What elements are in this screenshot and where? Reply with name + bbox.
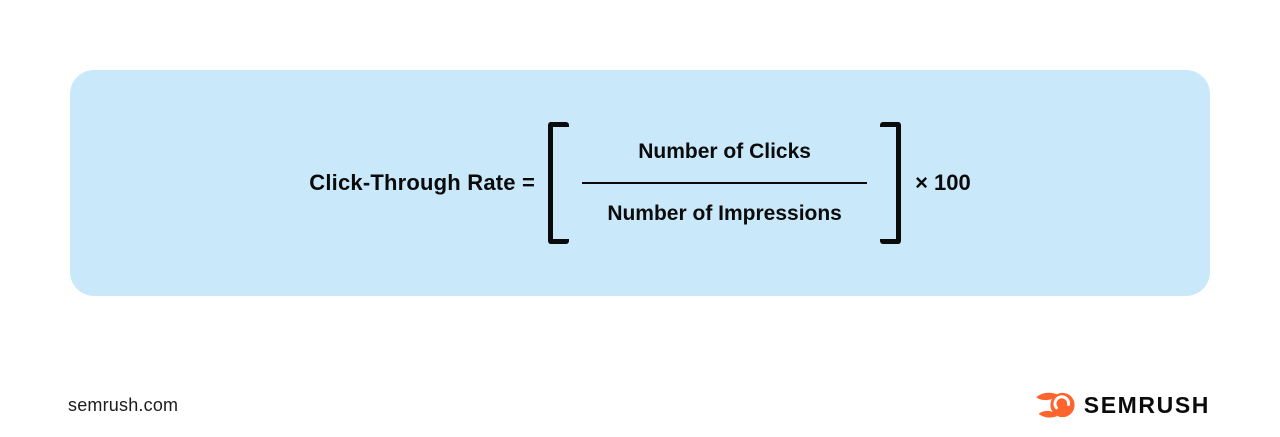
semrush-comet-icon	[1036, 392, 1075, 418]
semrush-wordmark: SEMRUSH	[1083, 391, 1210, 418]
formula-label: Click-Through Rate =	[309, 170, 536, 195]
formula-banner: Click-Through Rate = Number of Clicks Nu…	[70, 70, 1210, 296]
fraction-denominator: Number of Impressions	[607, 202, 842, 225]
right-bracket	[880, 122, 902, 244]
footer: semrush.com SEMRUSH	[68, 389, 1210, 421]
fraction: Number of Clicks Number of Impressions	[582, 138, 868, 228]
fraction-bar	[582, 182, 868, 184]
formula-multiplier: × 100	[915, 170, 971, 195]
site-url-text: semrush.com	[68, 394, 179, 415]
left-bracket	[548, 122, 570, 244]
ctr-formula: Click-Through Rate = Number of Clicks Nu…	[309, 122, 971, 244]
semrush-logo: SEMRUSH	[1035, 389, 1210, 421]
fraction-numerator: Number of Clicks	[638, 140, 811, 163]
